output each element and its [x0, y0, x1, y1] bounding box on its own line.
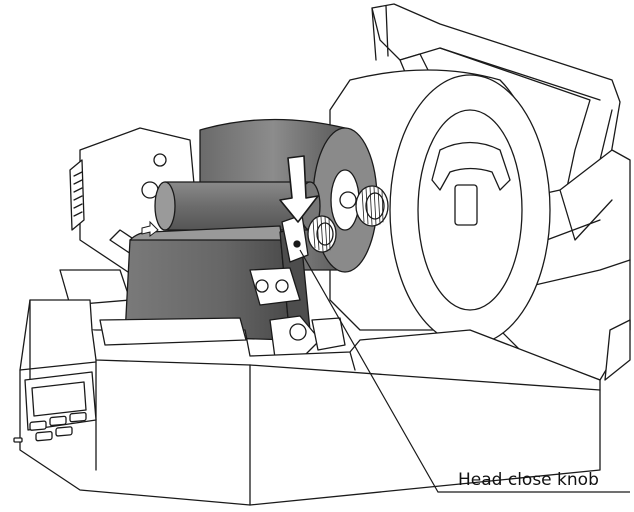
- platen-mechanism: [249, 267, 346, 361]
- ribbon-sheet: [124, 225, 311, 341]
- callout-leader-line: [299, 249, 630, 493]
- printer-base: [19, 299, 631, 506]
- operation-panel: [13, 371, 97, 443]
- callout-label-head-close-knob: Head close knob: [458, 470, 599, 490]
- down-arrow-icon: [279, 155, 319, 223]
- right-arrow-icon: [141, 220, 159, 237]
